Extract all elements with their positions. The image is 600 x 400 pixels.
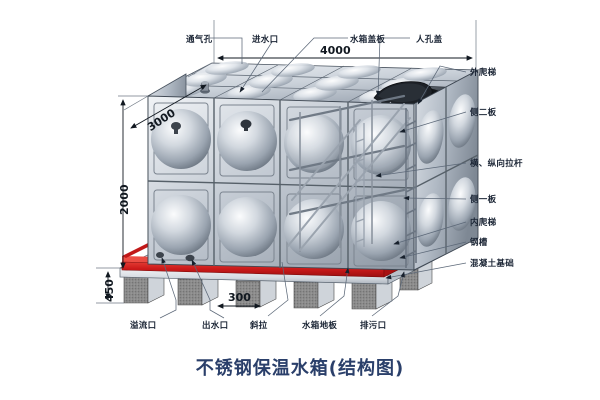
label-concrete-foundation: 混凝土基础: [470, 259, 515, 269]
label-tank-cover-plate: 水箱盖板: [350, 35, 386, 45]
inlet-nozzle-2: [240, 119, 252, 131]
dimension-base-450: [96, 267, 124, 304]
dimension-height-2000: [118, 95, 148, 269]
label-tank-floor: 水箱地板: [302, 321, 338, 331]
label-water-inlet: 进水口: [252, 35, 279, 45]
cutaway-interior: [287, 94, 411, 252]
label-outer-ladder: 外爬梯: [470, 68, 497, 78]
inner-ladder: [355, 123, 365, 250]
leader-lines-right: [375, 65, 467, 280]
label-steel-channel: 钢槽: [470, 238, 488, 248]
outer-ladder: [405, 103, 417, 268]
dim-leg-300: 300: [228, 291, 251, 304]
label-diagonal-brace: 斜拉: [250, 321, 268, 331]
diagram-title: 不锈钢保温水箱(结构图): [195, 358, 405, 379]
label-water-outlet: 出水口: [202, 321, 229, 331]
tank-right-face: [413, 69, 479, 271]
label-side-panel-two: 侧二板: [470, 108, 497, 118]
dim-height-2000: 2000: [118, 184, 131, 215]
leader-lines-top: [210, 37, 410, 97]
tank-front-face: [147, 95, 415, 271]
overflow-fitting: [156, 252, 164, 258]
label-manhole-cover: 人孔盖: [416, 35, 443, 45]
leader-lines-bottom: [159, 257, 405, 319]
label-tie-rods: 横、纵向拉杆: [470, 159, 523, 169]
dimension-width-4000: [213, 20, 477, 70]
label-vent-hole: 通气孔: [186, 35, 213, 45]
label-drain-port: 排污口: [360, 321, 387, 331]
drain-outlet-fitting: [185, 254, 195, 262]
dim-base-450: 450: [103, 279, 116, 302]
dimension-depth-3000: [123, 62, 213, 129]
label-overflow-port: 溢流口: [130, 321, 157, 331]
label-inner-ladder: 内爬梯: [470, 218, 497, 228]
label-side-panel-one: 侧一板: [470, 195, 497, 205]
dim-width-4000: 4000: [320, 44, 351, 57]
